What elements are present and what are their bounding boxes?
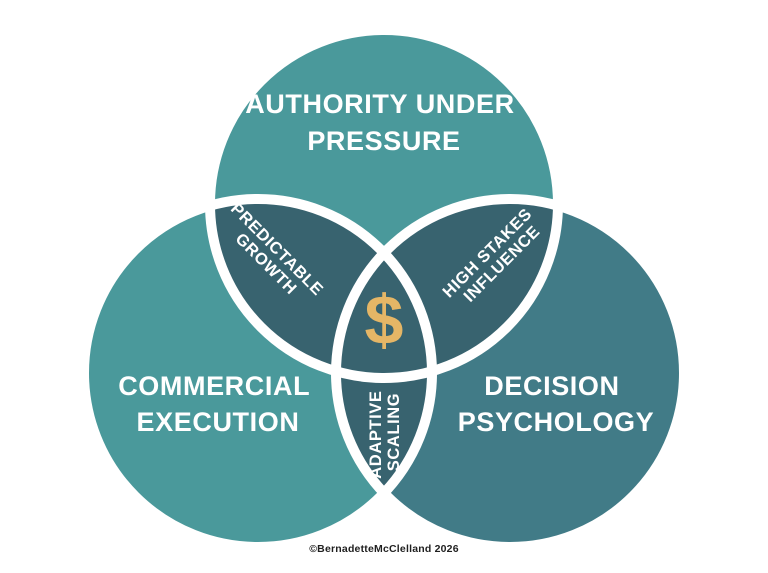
label-decision-line2: PSYCHOLOGY <box>458 407 655 437</box>
dollar-sign-icon: $ <box>365 281 404 359</box>
copyright-text: ©BernadetteMcClelland 2026 <box>309 543 459 555</box>
label-adaptive-scaling: ADAPTIVE SCALING <box>367 385 403 478</box>
copyright-text-value: ©BernadetteMcClelland 2026 <box>309 543 459 555</box>
label-commercial-line2: EXECUTION <box>137 407 300 437</box>
label-adaptive-scaling-line2: SCALING <box>385 393 403 471</box>
label-commercial-execution: COMMERCIAL EXECUTION <box>118 371 318 437</box>
dollar-sign-glyph: $ <box>365 281 404 359</box>
label-adaptive-scaling-line1: ADAPTIVE <box>367 390 385 478</box>
label-decision-line1: DECISION <box>484 371 619 401</box>
label-authority-line1: AUTHORITY UNDER <box>245 89 515 119</box>
label-decision-psychology: DECISION PSYCHOLOGY <box>458 371 655 437</box>
label-authority-under-pressure: AUTHORITY UNDER PRESSURE <box>245 89 523 156</box>
circle-outline-left <box>79 194 437 552</box>
label-commercial-line1: COMMERCIAL <box>118 371 310 401</box>
circle-outline-right <box>331 194 689 552</box>
label-authority-line2: PRESSURE <box>307 126 460 156</box>
